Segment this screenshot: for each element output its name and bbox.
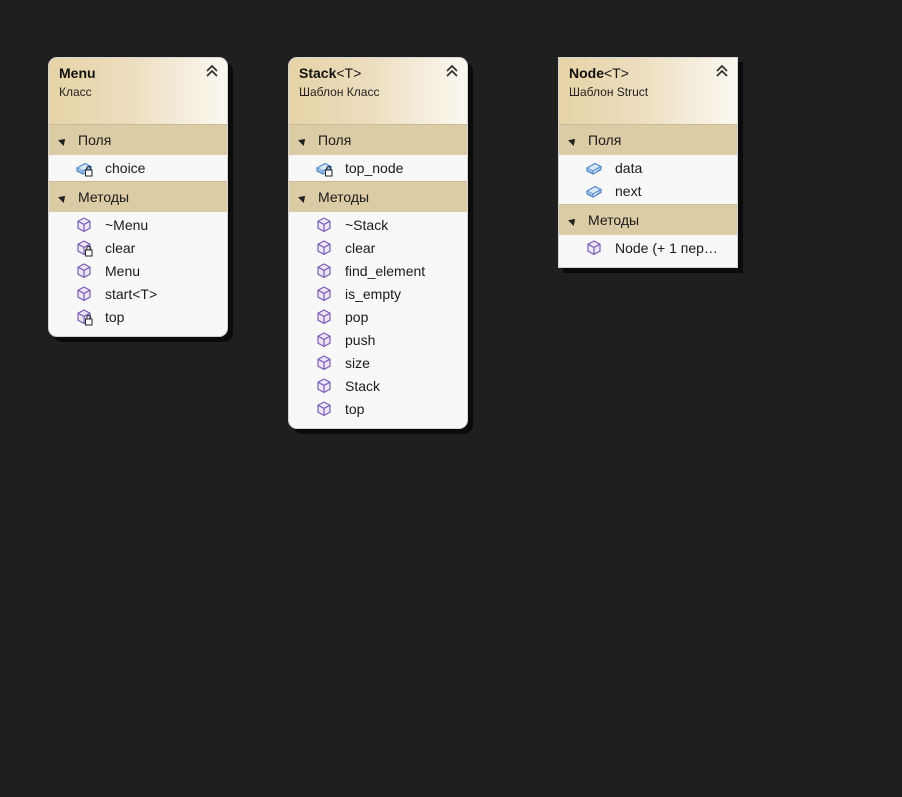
method-private-icon — [75, 239, 93, 257]
section-header-fields[interactable]: Поля — [49, 124, 227, 155]
field-list: data next — [559, 155, 737, 204]
expand-triangle-icon — [58, 136, 68, 146]
member-item[interactable]: choice — [49, 156, 227, 179]
member-item[interactable]: pop — [289, 305, 467, 328]
method-icon — [315, 331, 333, 349]
class-card-header: Stack<T> Шаблон Класс — [289, 58, 467, 124]
section-header-fields[interactable]: Поля — [559, 124, 737, 155]
method-icon — [315, 239, 333, 257]
member-item[interactable]: start<T> — [49, 282, 227, 305]
collapse-chevron-icon[interactable] — [445, 64, 459, 78]
method-icon — [315, 308, 333, 326]
class-title: Node<T> — [569, 65, 629, 81]
member-item[interactable]: is_empty — [289, 282, 467, 305]
class-kind-label: Класс — [59, 85, 92, 99]
member-item[interactable]: ~Stack — [289, 213, 467, 236]
method-icon — [315, 354, 333, 372]
method-icon — [75, 262, 93, 280]
field-private-icon — [75, 159, 93, 177]
member-item[interactable]: ~Menu — [49, 213, 227, 236]
member-item[interactable]: Stack — [289, 374, 467, 397]
field-list: top_node — [289, 155, 467, 181]
expand-triangle-icon — [298, 193, 308, 203]
method-list: ~Stack clear find_element is_empty pop p… — [289, 212, 467, 428]
method-icon — [585, 239, 603, 257]
expand-triangle-icon — [568, 216, 578, 226]
method-icon — [315, 262, 333, 280]
member-item[interactable]: Node (+ 1 пер… — [559, 236, 737, 259]
collapse-chevron-icon[interactable] — [205, 64, 219, 78]
class-card-menu[interactable]: Menu Класс Поля choice Методы ~Men — [48, 57, 228, 337]
class-card-header: Menu Класс — [49, 58, 227, 124]
method-icon — [315, 285, 333, 303]
class-card-node[interactable]: Node<T> Шаблон Struct Поля data next — [558, 57, 738, 268]
member-item[interactable]: clear — [289, 236, 467, 259]
method-icon — [315, 216, 333, 234]
member-item[interactable]: Menu — [49, 259, 227, 282]
expand-triangle-icon — [568, 136, 578, 146]
member-item[interactable]: push — [289, 328, 467, 351]
class-card-stack[interactable]: Stack<T> Шаблон Класс Поля top_node Мето… — [288, 57, 468, 429]
member-item[interactable]: top — [289, 397, 467, 420]
section-header-methods[interactable]: Методы — [49, 181, 227, 212]
method-private-icon — [75, 308, 93, 326]
member-item[interactable]: data — [559, 156, 737, 179]
expand-triangle-icon — [58, 193, 68, 203]
field-list: choice — [49, 155, 227, 181]
class-kind-label: Шаблон Struct — [569, 85, 649, 99]
field-icon — [585, 182, 603, 200]
method-icon — [75, 216, 93, 234]
method-list: Node (+ 1 пер… — [559, 235, 737, 267]
member-item[interactable]: top — [49, 305, 227, 328]
method-icon — [315, 377, 333, 395]
member-item[interactable]: next — [559, 179, 737, 202]
member-item[interactable]: find_element — [289, 259, 467, 282]
member-item[interactable]: size — [289, 351, 467, 374]
class-card-header: Node<T> Шаблон Struct — [559, 58, 737, 124]
section-header-fields[interactable]: Поля — [289, 124, 467, 155]
field-icon — [585, 159, 603, 177]
class-title: Menu — [59, 65, 96, 81]
method-icon — [315, 400, 333, 418]
collapse-chevron-icon[interactable] — [715, 64, 729, 78]
field-private-icon — [315, 159, 333, 177]
member-item[interactable]: top_node — [289, 156, 467, 179]
class-kind-label: Шаблон Класс — [299, 85, 380, 99]
class-title: Stack<T> — [299, 65, 362, 81]
section-header-methods[interactable]: Методы — [559, 204, 737, 235]
member-item[interactable]: clear — [49, 236, 227, 259]
section-header-methods[interactable]: Методы — [289, 181, 467, 212]
method-icon — [75, 285, 93, 303]
method-list: ~Menu clear Menu start<T> top — [49, 212, 227, 336]
expand-triangle-icon — [298, 136, 308, 146]
